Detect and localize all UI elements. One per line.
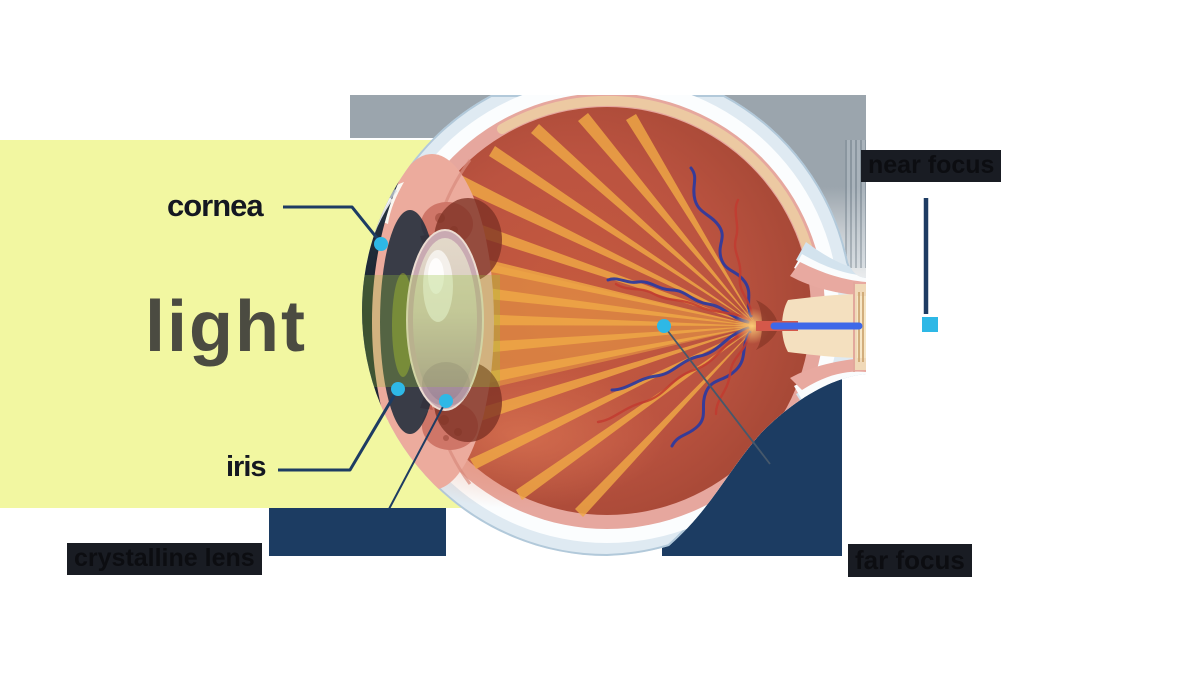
retina-top-band (497, 95, 815, 262)
iris-marker-dot[interactable] (391, 382, 405, 396)
eyeball (361, 95, 866, 556)
anterior-segment (361, 154, 502, 490)
fovea-glow (734, 308, 770, 344)
crystalline-lens-pointer-line (388, 400, 447, 510)
iris-label: iris (226, 451, 267, 483)
blood-vessels (596, 166, 754, 448)
annotations (278, 198, 938, 510)
near-focus-marker-square[interactable] (922, 317, 938, 332)
crystalline-lens-shape (406, 229, 484, 411)
lens-marker-dot[interactable] (439, 394, 453, 408)
cornea-pointer-line (283, 205, 383, 244)
cornea-marker-dot[interactable] (374, 237, 388, 251)
far-focus-pointer-line (663, 325, 771, 465)
cornea-label: cornea (167, 188, 264, 223)
retina-focal-marker-dot[interactable] (657, 319, 671, 333)
answer-box-crystalline-lens[interactable] (269, 508, 446, 556)
video-edge-smear (845, 140, 866, 268)
cornea-dome (361, 174, 402, 470)
far-focus-chip[interactable]: far focus (848, 544, 972, 577)
iris-pointer-line (278, 388, 400, 472)
light-label: light (145, 287, 307, 367)
light-beam-band (361, 275, 500, 387)
near-focus-chip[interactable]: near focus (861, 150, 1002, 182)
crystalline-lens-chip[interactable]: crystalline lens (67, 543, 262, 575)
